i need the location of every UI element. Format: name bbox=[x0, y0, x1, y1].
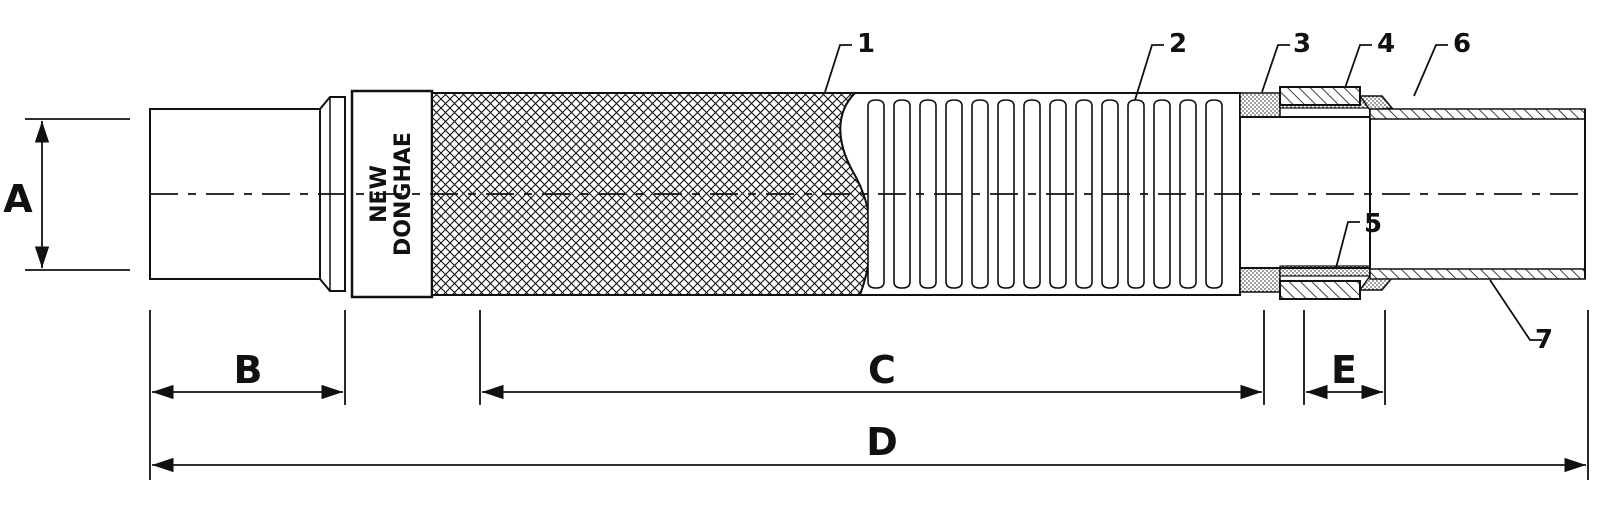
corrugation-rib bbox=[1179, 99, 1197, 289]
callout-5-label: 5 bbox=[1364, 209, 1382, 239]
callout-1: 1 bbox=[824, 29, 875, 93]
dimension-d-label: D bbox=[866, 420, 898, 464]
dimension-e: E bbox=[1306, 348, 1383, 400]
weld-beads bbox=[1358, 95, 1394, 291]
dimension-c-label: C bbox=[868, 348, 896, 392]
dimension-a: A bbox=[3, 118, 130, 271]
corrugated-hose bbox=[839, 92, 1241, 296]
corrugation-rib bbox=[919, 99, 937, 289]
corrugation-rib bbox=[1127, 99, 1145, 289]
dimension-e-label: E bbox=[1331, 348, 1357, 392]
callout-4: 4 bbox=[1344, 29, 1395, 89]
callout-4-label: 4 bbox=[1377, 29, 1395, 59]
callout-7: 7 bbox=[1489, 279, 1553, 355]
right-pipe-nipple bbox=[1369, 108, 1586, 280]
dimension-a-label: A bbox=[3, 177, 33, 221]
callout-6: 6 bbox=[1413, 29, 1471, 97]
callout-3: 3 bbox=[1261, 29, 1311, 93]
dimension-b: B bbox=[152, 348, 343, 400]
callout-7-label: 7 bbox=[1535, 325, 1553, 355]
corrugations bbox=[867, 99, 1223, 289]
dimension-b-label: B bbox=[234, 348, 263, 392]
extension-lines bbox=[149, 310, 1589, 480]
callout-3-label: 3 bbox=[1293, 29, 1311, 59]
callout-5: 5 bbox=[1335, 209, 1382, 269]
callout-2: 2 bbox=[1134, 29, 1187, 101]
corrugation-rib bbox=[867, 99, 885, 289]
callout-6-label: 6 bbox=[1453, 29, 1471, 59]
dimension-c: C bbox=[482, 348, 1262, 400]
end-fitting bbox=[1239, 86, 1371, 300]
callout-1-label: 1 bbox=[857, 29, 875, 59]
callout-2-label: 2 bbox=[1169, 29, 1187, 59]
dimension-d: D bbox=[152, 420, 1586, 473]
